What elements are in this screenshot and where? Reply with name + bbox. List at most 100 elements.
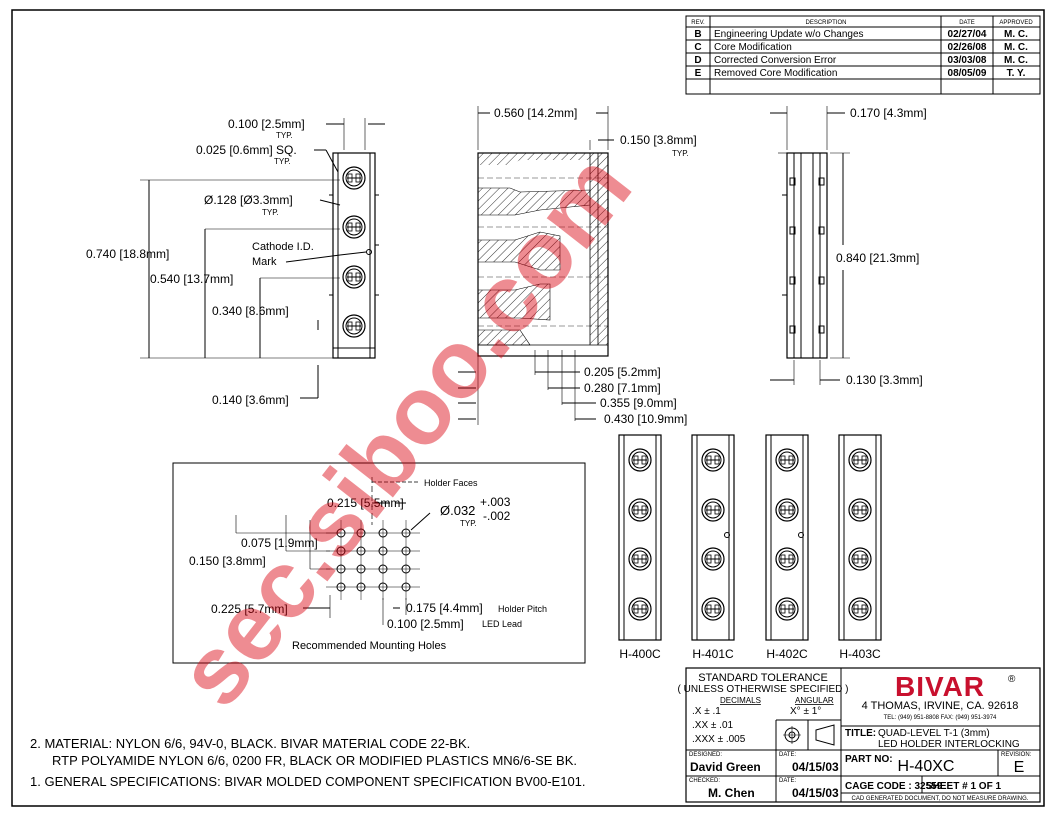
note-2: 2. MATERIAL: NYLON 6/6, 94V-0, BLACK. BI…: [30, 736, 470, 751]
mounting-caption: Recommended Mounting Holes: [292, 640, 447, 652]
variant-views: [618, 434, 882, 641]
led-lead-label: LED Lead: [482, 619, 522, 629]
holder-faces-label: Holder Faces: [424, 478, 478, 488]
tolerance-title: STANDARD TOLERANCE: [698, 672, 828, 684]
tolerance-minus: -.002: [483, 509, 511, 523]
decimals-heading: DECIMALS: [720, 696, 761, 705]
front-view: [140, 118, 385, 399]
variant-labels: H-400C H-401C H-402C H-403C: [619, 647, 881, 661]
variant-h401c: [691, 434, 735, 641]
width-170: 0.170 [4.3mm]: [850, 106, 927, 120]
checked-date: 04/15/03: [792, 786, 839, 800]
note-1: 1. GENERAL SPECIFICATIONS: BIVAR MOLDED …: [30, 774, 586, 789]
title-label: TITLE:: [845, 728, 876, 739]
date-label: DATE:: [779, 778, 797, 784]
registered-mark: ®: [1008, 674, 1016, 685]
dim-225: 0.225 [5.7mm]: [211, 602, 288, 616]
sheet-number: SHEET # 1 OF 1: [926, 781, 1001, 792]
designer-name: David Green: [690, 760, 761, 774]
title-line-2: LED HOLDER INTERLOCKING: [878, 739, 1020, 750]
desc-cell: Removed Core Modification: [714, 68, 837, 79]
holder-pitch-label: Holder Pitch: [498, 604, 547, 614]
title-block: [685, 667, 1041, 803]
date-cell: 02/26/08: [948, 42, 987, 53]
height-840: 0.840 [21.3mm]: [836, 251, 919, 265]
date-cell: 03/03/08: [948, 55, 987, 66]
height-140: 0.140 [3.6mm]: [212, 393, 289, 407]
front-view-labels: 0.100 [2.5mm] TYP. 0.025 [0.6mm] SQ. TYP…: [86, 117, 314, 407]
date-label: DATE:: [779, 752, 797, 758]
tolerance-angular: X° ± 1°: [790, 706, 821, 717]
desc-header: DESCRIPTION: [805, 20, 846, 26]
approved-header: APPROVED: [999, 20, 1033, 26]
hole-dimension: Ø.128 [Ø3.3mm]: [204, 193, 293, 207]
date-cell: 02/27/04: [948, 29, 987, 40]
variant-h400c: [618, 434, 662, 641]
tolerance-xx: .XX ± .01: [692, 720, 734, 731]
rev-cell: B: [694, 29, 701, 40]
revision-table: REV. DESCRIPTION DATE APPROVED B Enginee…: [685, 15, 1041, 95]
revision-label: REVISION:: [1001, 752, 1032, 758]
hole-grid: [326, 520, 420, 600]
rev-header: REV.: [691, 20, 705, 26]
designed-label: DESIGNED:: [689, 752, 722, 758]
title-block-text: STANDARD TOLERANCE ( UNLESS OTHERWISE SP…: [678, 671, 1032, 802]
pin-square-typ: TYP.: [274, 157, 291, 166]
designed-date: 04/15/03: [792, 760, 839, 774]
width-560: 0.560 [14.2mm]: [494, 106, 577, 120]
dim-150: 0.150 [3.8mm]: [189, 554, 266, 568]
part-label: PART NO:: [845, 754, 893, 765]
width-150-typ: TYP.: [672, 149, 689, 158]
note-2-cont: RTP POLYAMIDE NYLON 6/6, 0200 FR, BLACK …: [52, 753, 577, 768]
tolerance-plus: +.003: [480, 495, 511, 509]
desc-cell: Core Modification: [714, 42, 792, 53]
depth-430: 0.430 [10.9mm]: [604, 412, 687, 426]
hole-typ: TYP.: [262, 208, 279, 217]
cage-code: CAGE CODE : 32559: [845, 781, 943, 792]
mounting-labels: Holder Faces 0.215 [5.5mm] Ø.032 +.003 -…: [189, 478, 547, 652]
pitch-typ: TYP.: [276, 131, 293, 140]
date-cell: 08/05/09: [948, 68, 987, 79]
section-view: [458, 106, 614, 425]
angular-heading: ANGULAR: [795, 696, 834, 705]
variant-label: H-401C: [692, 647, 734, 661]
part-number: H-40XC: [898, 758, 955, 775]
approved-cell: M. C.: [1004, 55, 1028, 66]
pin-square-dimension: 0.025 [0.6mm] SQ.: [196, 143, 297, 157]
dim-100: 0.100 [2.5mm]: [387, 617, 464, 631]
side-view: [770, 106, 850, 385]
depth-355: 0.355 [9.0mm]: [600, 396, 677, 410]
desc-cell: Engineering Update w/o Changes: [714, 29, 864, 40]
rev-cell: C: [694, 42, 701, 53]
pitch-dimension: 0.100 [2.5mm]: [228, 117, 305, 131]
depth-205: 0.205 [5.2mm]: [584, 365, 661, 379]
rev-cell: D: [694, 55, 701, 66]
cad-disclaimer: CAD GENERATED DOCUMENT, DO NOT MEASURE D…: [852, 796, 1029, 802]
sheet-border: [11, 9, 1045, 807]
checker-name: M. Chen: [708, 786, 755, 800]
variant-label: H-403C: [839, 647, 881, 661]
company-address: 4 THOMAS, IRVINE, CA. 92618: [862, 700, 1019, 712]
dim-175: 0.175 [4.4mm]: [406, 601, 483, 615]
watermark-text: sec.siboo.com: [157, 134, 652, 725]
depth-280: 0.280 [7.1mm]: [584, 381, 661, 395]
checked-label: CHECKED:: [689, 778, 720, 784]
cathode-label: Cathode I.D.: [252, 241, 314, 253]
desc-cell: Corrected Conversion Error: [714, 55, 837, 66]
dim-215: 0.215 [5.5mm]: [327, 496, 404, 510]
date-header: DATE: [959, 20, 975, 26]
title-line-1: QUAD-LEVEL T-1 (3mm): [878, 728, 990, 739]
tolerance-subtitle: ( UNLESS OTHERWISE SPECIFIED ): [678, 684, 849, 695]
cathode-label-2: Mark: [252, 256, 277, 268]
hole-diameter: Ø.032: [440, 503, 475, 518]
approved-cell: M. C.: [1004, 29, 1028, 40]
hole-typ: TYP.: [460, 519, 477, 528]
tolerance-x: .X ± .1: [692, 706, 721, 717]
company-phone: TEL: (949) 951-8808 FAX: (949) 951-3974: [884, 715, 997, 721]
approved-cell: M. C.: [1004, 42, 1028, 53]
dim-075: 0.075 [1.9mm]: [241, 536, 318, 550]
side-view-labels: 0.170 [4.3mm] 0.840 [21.3mm] 0.130 [3.3m…: [836, 106, 927, 387]
width-130: 0.130 [3.3mm]: [846, 373, 923, 387]
